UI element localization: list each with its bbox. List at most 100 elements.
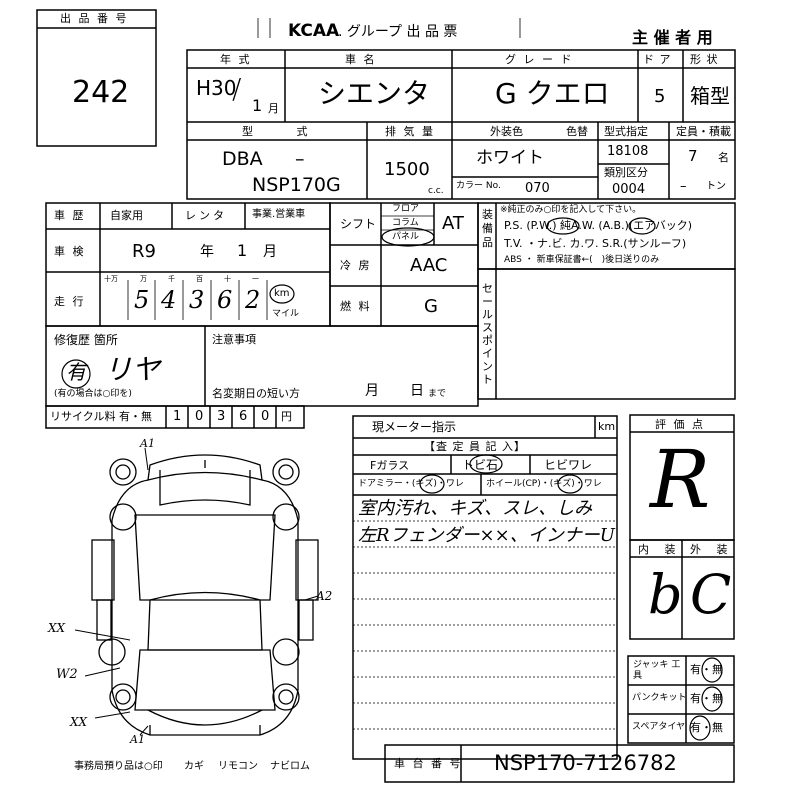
mark-left-2: W2 bbox=[56, 667, 78, 682]
chassis-number: NSP170-7126782 bbox=[494, 751, 677, 775]
inspector-comment-2: 左Rフェンダー××、インナーU bbox=[358, 525, 615, 546]
meter-label: 現メーター指示 bbox=[372, 420, 457, 434]
inspection-year-unit: 年 bbox=[200, 244, 214, 260]
grade-value: G クエロ bbox=[495, 77, 610, 110]
inspector-header: 【査 定 員 記 入】 bbox=[424, 440, 526, 453]
form-title: . グループ 出 品 票 bbox=[338, 24, 458, 40]
car-name-label: 車 名 bbox=[345, 53, 377, 66]
lot-label: 出 品 番 号 bbox=[60, 12, 129, 25]
mark-right: A2 bbox=[316, 589, 333, 603]
lot-number: 242 bbox=[72, 75, 130, 110]
recycle-digit-5: 0 bbox=[261, 409, 270, 424]
glass-crack: ヒビワレ bbox=[544, 458, 593, 472]
digit-unit-100k: 十万 bbox=[104, 275, 118, 283]
exterior-grade: C bbox=[690, 563, 732, 626]
copy-type: 主 催 者 用 bbox=[632, 28, 713, 47]
mileage-digit-4: 3 bbox=[189, 286, 205, 314]
office-remote: リモコン bbox=[218, 761, 258, 772]
mileage-digit-5: 6 bbox=[217, 286, 233, 314]
wheel-label: ホイール(CP)・(キズ)・ワレ bbox=[486, 479, 602, 489]
capacity-value: 7 bbox=[688, 147, 698, 165]
puncture-label: パンクキット bbox=[632, 693, 687, 703]
model-label: 型 式 bbox=[242, 125, 328, 138]
office-key: カギ bbox=[184, 761, 204, 772]
interior-grade: b bbox=[648, 563, 683, 626]
glass-chip: トビ石 bbox=[462, 458, 499, 472]
displacement-label: 排 気 量 bbox=[385, 125, 435, 138]
mark-left-1: XX bbox=[48, 621, 66, 635]
history-private: 自家用 bbox=[110, 209, 143, 222]
fuel-value: G bbox=[424, 296, 438, 317]
inspection-label: 車 検 bbox=[54, 245, 86, 258]
repair-label: 修復歴 箇所 bbox=[54, 333, 118, 347]
chassis-label: 車 台 番 号 bbox=[394, 757, 463, 770]
equipment-line2: T.V. ・ナ.ビ. カ.ワ. S.R.(サンルーフ) bbox=[504, 237, 687, 250]
spare-value: 有・無 bbox=[690, 721, 723, 734]
mileage-digit-2: 5 bbox=[134, 286, 150, 314]
digit-unit-1: 一 bbox=[252, 275, 259, 283]
sale-points-label: セールスポイント bbox=[482, 282, 493, 386]
capacity-unit: 名 bbox=[718, 151, 729, 164]
aircon-label: 冷 房 bbox=[340, 259, 372, 272]
shift-column: コラム bbox=[392, 218, 419, 228]
interior-label: 内 装 bbox=[638, 543, 682, 556]
rename-month-unit: 月 bbox=[365, 383, 379, 399]
load-unit: トン bbox=[706, 181, 726, 192]
ext-color-label: 外装色 bbox=[490, 125, 523, 138]
doors-value: 5 bbox=[654, 86, 666, 107]
rename-until: まで bbox=[428, 389, 447, 399]
equipment-note: ※純正のみ○印を記入して下さい。 bbox=[500, 205, 642, 215]
inspection-era: R9 bbox=[132, 241, 156, 262]
recycle-digit-4: 6 bbox=[239, 409, 248, 424]
jack-value: 有・無 bbox=[690, 663, 723, 676]
inspection-month-unit: 月 bbox=[263, 244, 277, 260]
mile-label: マイル bbox=[272, 309, 300, 319]
class-label: 類別区分 bbox=[604, 166, 648, 179]
rename-day-unit: 日 bbox=[410, 383, 424, 399]
office-note: 事務局預り品は○印 bbox=[74, 761, 163, 772]
puncture-value: 有・無 bbox=[690, 692, 723, 705]
car-name: シエンタ bbox=[318, 77, 431, 110]
shift-panel: パネル bbox=[392, 232, 420, 242]
recycle-label: リサイクル料 有・無 bbox=[50, 410, 152, 423]
year-slash: / bbox=[232, 72, 242, 105]
doors-label: ド ア bbox=[643, 53, 672, 66]
recycle-digit-3: 3 bbox=[217, 409, 226, 424]
class-code: 0004 bbox=[612, 182, 646, 197]
recycle-digit-2: 0 bbox=[195, 409, 204, 424]
logo: KCAA bbox=[288, 21, 340, 41]
year-label: 年 式 bbox=[220, 53, 252, 66]
capacity-label: 定員・積載 bbox=[676, 125, 731, 138]
repair-location: リヤ bbox=[104, 353, 161, 386]
type-designation-label: 型式指定 bbox=[604, 125, 648, 138]
history-business: 事業.営業車 bbox=[252, 209, 306, 220]
spare-label: スペアタイヤ bbox=[632, 722, 686, 732]
digit-unit-100: 百 bbox=[196, 275, 203, 283]
load-value: – bbox=[680, 179, 687, 194]
rating-score: R bbox=[650, 433, 711, 526]
model-code: NSP170G bbox=[252, 174, 341, 196]
history-rental: レンタ bbox=[185, 209, 227, 222]
glass-label: Fガラス bbox=[370, 459, 410, 472]
rename-label: 名変期日の短い方 bbox=[212, 387, 300, 400]
jack-label: ジャッキ 工 具 bbox=[633, 660, 681, 681]
equipment-line1: P.S. (P.W.) 純A.W. (A.B.)(エアバック) bbox=[504, 219, 693, 232]
repair-note: (有の場合は○印を) bbox=[54, 389, 132, 399]
ext-color: ホワイト bbox=[476, 148, 544, 168]
fuel-label: 燃 料 bbox=[340, 300, 372, 313]
color-change-label: 色替 bbox=[566, 125, 588, 138]
mileage-label: 走 行 bbox=[54, 295, 86, 308]
type-designation: 18108 bbox=[607, 144, 649, 159]
meter-unit: km bbox=[598, 420, 616, 433]
inspection-month: 1 bbox=[237, 241, 248, 260]
notes-label: 注意事項 bbox=[212, 333, 256, 346]
mileage-digit-6: 2 bbox=[245, 286, 261, 314]
recycle-digit-1: 1 bbox=[173, 409, 182, 424]
shift-value: AT bbox=[442, 213, 464, 234]
displacement: 1500 bbox=[384, 159, 430, 180]
body-value: 箱型 bbox=[690, 84, 730, 108]
month-value: 1 bbox=[252, 96, 263, 115]
year-value: H30 bbox=[196, 76, 237, 100]
rating-label: 評 価 点 bbox=[655, 418, 705, 431]
